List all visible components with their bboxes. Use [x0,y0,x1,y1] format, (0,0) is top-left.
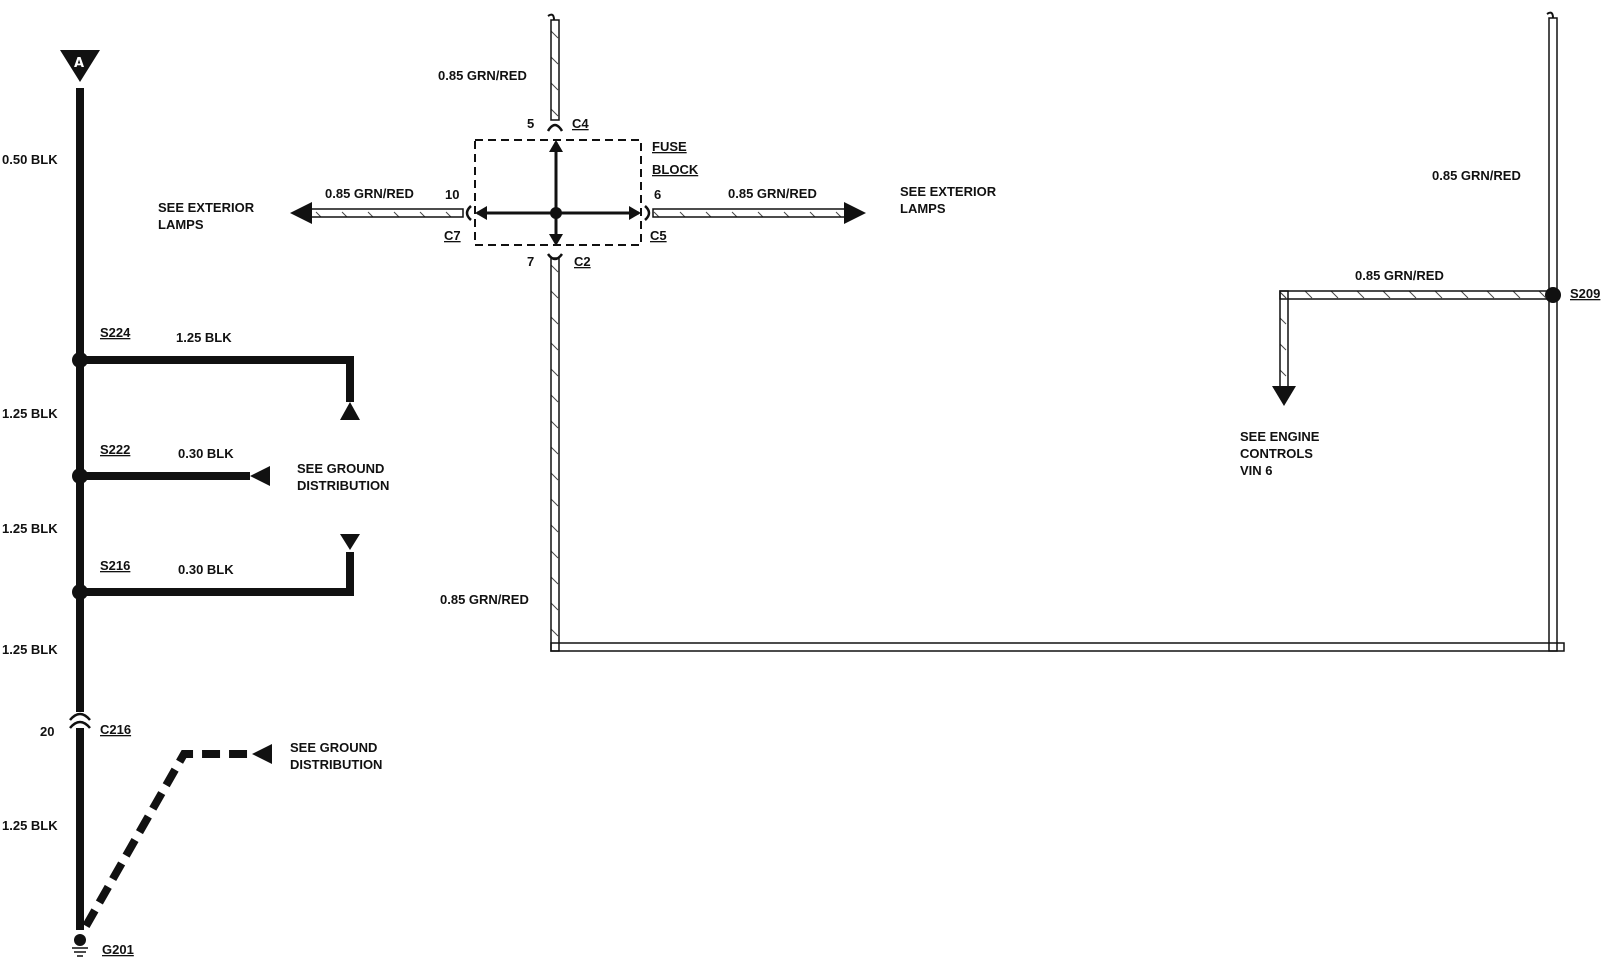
splice-s216-label: S216 [100,558,130,573]
s222-arrow-icon [250,466,270,486]
c7-pin: 10 [445,187,459,202]
engine-ref-line3: VIN 6 [1240,463,1273,478]
ground-tree: A 0.50 BLK S224 1.25 BLK 1.25 BLK S222 0… [2,50,389,957]
s209-branch-wire-vertical [1279,290,1289,390]
arrow-up-icon [549,140,563,152]
s222-ref-line1: SEE GROUND [297,461,384,476]
connector-a-label: A [74,56,84,71]
arrow-down-icon [549,234,563,246]
connector-a-marker [60,50,100,82]
s222-ref-line2: DISTRIBUTION [297,478,389,493]
wire-break-icon-right [1546,11,1554,19]
c5-arrow-icon [844,202,866,224]
c7-name: C7 [444,228,461,243]
s216-arrow-icon [340,534,360,550]
splice-s224-label: S224 [100,325,131,340]
wire-label-seg4: 1.25 BLK [2,818,58,833]
c5-pin: 6 [654,187,661,202]
c4-pin: 5 [527,116,534,131]
s222-branch-wire-label: 0.30 BLK [178,446,234,461]
c7-ref-line2: LAMPS [158,217,204,232]
s224-branch-wire [80,356,354,402]
fuse-bottom-wire-vertical [550,257,560,652]
s216-branch-wire-label: 0.30 BLK [178,562,234,577]
c7-wire [309,208,464,218]
fuse-top-wire-label: 0.85 GRN/RED [438,68,527,83]
c5-wire-label: 0.85 GRN/RED [728,186,817,201]
c5-name: C5 [650,228,667,243]
fuse-block-title-line2: BLOCK [652,162,699,177]
c2-name: C2 [574,254,591,269]
right-vertical-wire [1548,17,1558,652]
splice-s209-label: S209 [1570,286,1600,301]
connector-c5-icon [644,205,651,221]
c216-name: C216 [100,722,131,737]
c5-ref-line1: SEE EXTERIOR [900,184,997,199]
c4-name: C4 [572,116,589,131]
c2-pin: 7 [527,254,534,269]
s209-branch-wire-label: 0.85 GRN/RED [1355,268,1444,283]
arrow-right-icon [629,206,641,220]
fuse-block-section: 0.85 GRN/RED 5 C4 FUSE BLOCK 10 C7 0.85 … [158,13,1565,652]
c5-wire [652,208,847,218]
connector-c7-icon [465,205,472,221]
fuse-block-outline [474,139,642,246]
connector-c4-icon [546,123,564,132]
c7-wire-label: 0.85 GRN/RED [325,186,414,201]
engine-ref-line1: SEE ENGINE [1240,429,1320,444]
ground-g201-node [74,934,86,946]
right-circuit: 0.85 GRN/RED S209 0.85 GRN/RED SEE ENGIN… [1240,11,1600,652]
fuse-internal-node [550,207,562,219]
wire-label-seg1: 1.25 BLK [2,406,58,421]
right-vertical-wire-label: 0.85 GRN/RED [1432,168,1521,183]
c7-arrow-icon [290,202,312,224]
wire-label-top: 0.50 BLK [2,152,58,167]
fuse-top-wire [550,19,560,121]
dashed-ground-arrow-icon [252,744,272,764]
wire-label-seg3: 1.25 BLK [2,642,58,657]
s209-branch-wire-horizontal [1279,290,1550,300]
s224-ground-arrow [340,402,360,420]
engine-ref-line2: CONTROLS [1240,446,1313,461]
bottom-horizontal-wire [550,642,1565,652]
s224-branch-wire-label: 1.25 BLK [176,330,232,345]
arrow-left-icon [475,206,487,220]
ground-g201-label: G201 [102,942,134,957]
c7-ref-line1: SEE EXTERIOR [158,200,255,215]
connector-c216-icon [69,712,91,729]
wire-break-icon-top [547,13,555,21]
bottom-ref-line1: SEE GROUND [290,740,377,755]
wire-label-seg2: 1.25 BLK [2,521,58,536]
c216-pin: 20 [40,724,54,739]
dashed-ground-wire [82,750,252,928]
splice-s222-label: S222 [100,442,130,457]
fuse-bottom-wire-label: 0.85 GRN/RED [440,592,529,607]
s216-branch-wire [80,552,354,596]
c5-ref-line2: LAMPS [900,201,946,216]
bottom-ref-line2: DISTRIBUTION [290,757,382,772]
engine-controls-arrow-icon [1272,386,1296,406]
fuse-block-title-line1: FUSE [652,139,687,154]
